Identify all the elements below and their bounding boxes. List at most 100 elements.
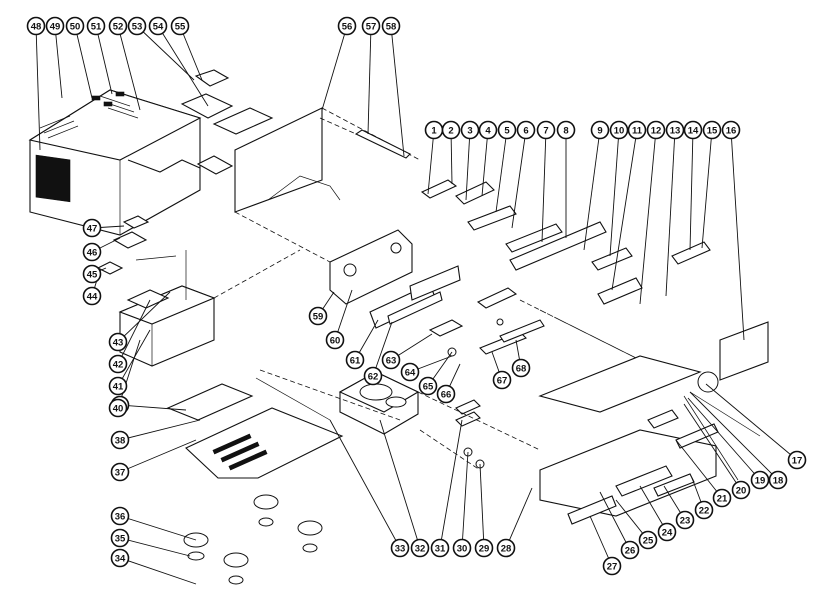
- callout-59: 59: [308, 306, 328, 326]
- left-chassis-bracket: [118, 250, 216, 367]
- callout-circle: [308, 306, 328, 326]
- callout-circle: [478, 120, 498, 140]
- callout-number: 56: [342, 21, 353, 32]
- callout-number: 25: [643, 535, 654, 546]
- callout-number: 52: [113, 21, 124, 32]
- callout-circle: [345, 350, 365, 370]
- callout-13: 13: [665, 120, 685, 140]
- callout-number: 64: [405, 367, 416, 378]
- leader-line-12: [639, 129, 657, 305]
- callout-number: 36: [115, 511, 126, 522]
- callout-circle: [110, 548, 130, 568]
- leader-line-16: [730, 129, 745, 341]
- top-small-plates: [180, 69, 274, 175]
- callout-number: 62: [368, 371, 379, 382]
- callout-circle: [170, 16, 190, 36]
- callout-35: 35: [110, 528, 130, 548]
- callout-number: 38: [115, 435, 126, 446]
- callout-number: 31: [435, 543, 446, 554]
- callout-circle: [82, 286, 102, 306]
- callout-circle: [460, 120, 480, 140]
- callout-circle: [702, 120, 722, 140]
- callout-number: 49: [50, 21, 61, 32]
- callout-circle: [82, 242, 102, 262]
- callout-circle: [148, 16, 168, 36]
- callout-circle: [390, 538, 410, 558]
- callout-circle: [556, 120, 576, 140]
- callout-number: 67: [497, 375, 508, 386]
- callout-circle: [400, 362, 420, 382]
- callout-circle: [694, 500, 714, 520]
- callout-46: 46: [82, 242, 102, 262]
- callout-circle: [108, 376, 128, 396]
- callout-circle: [127, 16, 147, 36]
- leader-line-62: [372, 321, 393, 377]
- callout-20: 20: [731, 480, 751, 500]
- leader-line-39: [119, 404, 187, 411]
- callout-47: 47: [82, 218, 102, 238]
- small-parts-center: [428, 287, 545, 357]
- rubber-feet: [183, 494, 323, 585]
- leader-line-18: [689, 391, 779, 481]
- leader-line-6: [511, 129, 527, 229]
- callout-number: 41: [113, 381, 124, 392]
- callout-circle: [620, 540, 640, 560]
- callout-56: 56: [337, 16, 357, 36]
- callout-66: 66: [436, 384, 456, 404]
- leader-line-37: [119, 439, 197, 473]
- callout-leader-lines: [35, 25, 798, 585]
- callout-circle: [86, 16, 106, 36]
- callout-number: 3: [467, 125, 472, 136]
- callout-circle: [675, 510, 695, 530]
- callout-number: 19: [755, 475, 766, 486]
- leader-line-32: [379, 419, 421, 549]
- callout-1: 1: [424, 120, 444, 140]
- callout-29: 29: [474, 538, 494, 558]
- callout-circle: [511, 358, 531, 378]
- top-cabinet-cover: [28, 89, 202, 236]
- callout-number: 15: [707, 125, 718, 136]
- callout-circle: [787, 450, 807, 470]
- callout-43: 43: [108, 332, 128, 352]
- callout-58: 58: [381, 16, 401, 36]
- callout-circle: [646, 120, 666, 140]
- bottom-chassis-plate: [166, 377, 344, 479]
- callout-circle: [768, 470, 788, 490]
- callout-circle: [45, 16, 65, 36]
- leader-line-3: [465, 129, 471, 201]
- callout-number: 58: [386, 21, 397, 32]
- tape-deck-mechanism: [338, 371, 420, 435]
- leader-line-1: [427, 129, 435, 195]
- callout-number: 14: [688, 125, 699, 136]
- callout-62: 62: [363, 366, 383, 386]
- callout-number: 29: [479, 543, 490, 554]
- callout-circle: [516, 120, 536, 140]
- callout-number: 32: [415, 543, 426, 554]
- callout-5: 5: [497, 120, 517, 140]
- leader-line-14: [689, 129, 694, 251]
- callout-number: 51: [91, 21, 102, 32]
- callout-circle: [731, 480, 751, 500]
- callout-number: 40: [113, 403, 124, 414]
- callout-number: 1: [431, 125, 437, 136]
- callout-number: 53: [132, 21, 143, 32]
- callout-number: 17: [792, 455, 803, 466]
- callout-circle: [590, 120, 610, 140]
- callout-number: 18: [773, 475, 784, 486]
- callout-circle: [627, 120, 647, 140]
- leader-line-19: [687, 397, 761, 481]
- callout-63: 63: [381, 350, 401, 370]
- callout-61: 61: [345, 350, 365, 370]
- callout-circle: [496, 538, 516, 558]
- callout-circle: [441, 120, 461, 140]
- callout-15: 15: [702, 120, 722, 140]
- callout-circle: [410, 538, 430, 558]
- callout-9: 9: [590, 120, 610, 140]
- leader-line-31: [439, 419, 463, 549]
- callout-number: 45: [87, 269, 98, 280]
- callout-circle: [82, 264, 102, 284]
- callout-number: 66: [441, 389, 452, 400]
- callout-circle: [82, 218, 102, 238]
